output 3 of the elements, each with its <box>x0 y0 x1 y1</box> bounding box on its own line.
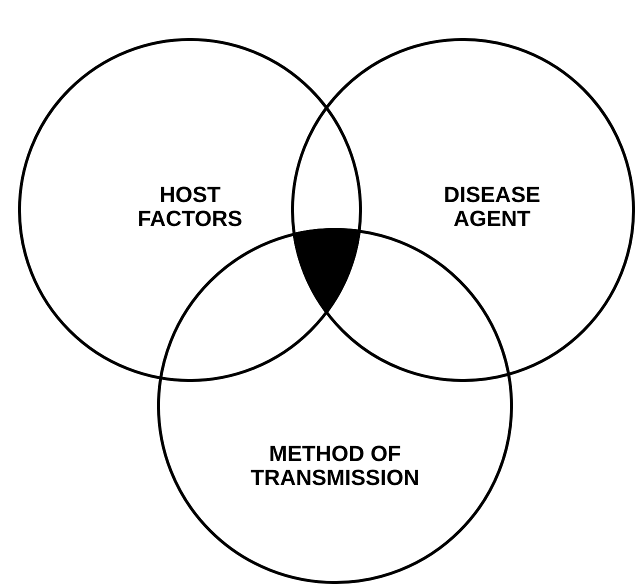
circle-label: DISEASE AGENT <box>442 183 542 231</box>
circle-label: HOST FACTORS <box>136 183 244 231</box>
circle-label: METHOD OF TRANSMISSION <box>250 442 420 490</box>
